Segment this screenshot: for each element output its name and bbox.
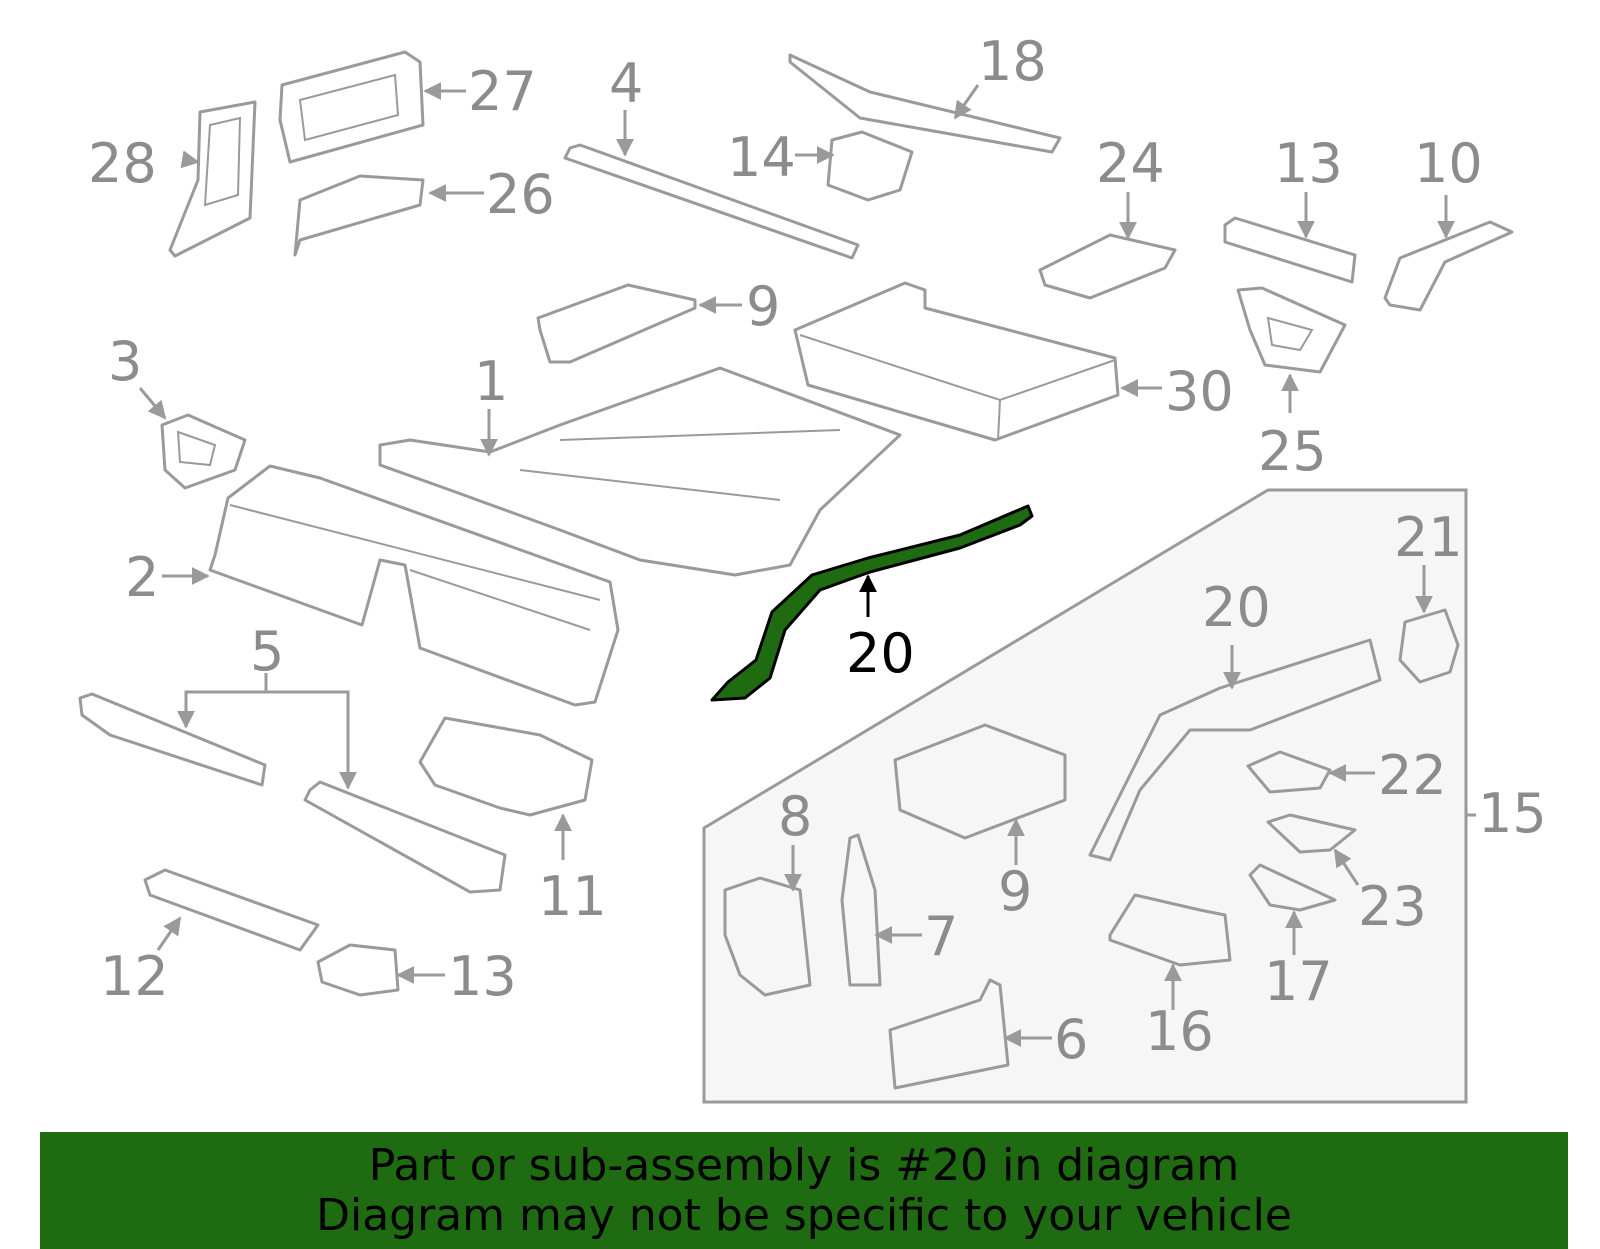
- part-9-lower-shape: [893, 723, 1067, 840]
- part-23-shape: [1246, 750, 1332, 794]
- callout-28: 27: [468, 60, 537, 123]
- banner-line-2: Diagram may not be specific to your vehi…: [316, 1189, 1292, 1241]
- callout-27: 26: [486, 163, 555, 226]
- part-10-shape: [1383, 220, 1514, 312]
- callout-15: 14: [727, 126, 796, 189]
- part-1-shape: [378, 366, 902, 577]
- part-18-shape: [1248, 863, 1337, 912]
- part-30-shape: [793, 281, 1120, 442]
- callout-18: 17: [1264, 950, 1333, 1013]
- part-20-highlighted-shape[interactable]: [710, 504, 1034, 702]
- callout-3: 3: [108, 330, 142, 393]
- callout-23: 22: [1378, 744, 1447, 807]
- callout-5: 5: [250, 620, 284, 683]
- callout-4: 4: [609, 52, 643, 115]
- part-19-shape: [788, 53, 1062, 154]
- callout-30: 30: [1165, 360, 1234, 423]
- part-26-shape: [1236, 286, 1347, 374]
- part-17-shape: [1108, 893, 1232, 967]
- callout-11: 11: [538, 865, 607, 928]
- part-4-shape: [563, 143, 860, 260]
- callout-7: 7: [924, 905, 958, 968]
- part-24-shape: [1266, 813, 1357, 854]
- callout-16: 15: [1478, 782, 1547, 845]
- callout-14: 13: [1274, 132, 1343, 195]
- callout-25: 24: [1096, 132, 1165, 195]
- callout-19: 18: [978, 30, 1047, 93]
- part-11-shape: [418, 716, 594, 817]
- callout-29: 28: [88, 132, 157, 195]
- part-5-shape: [78, 692, 507, 894]
- part-22-shape: [1398, 608, 1460, 684]
- part-25-shape: [1038, 233, 1177, 300]
- part-27-shape: [293, 174, 425, 257]
- exploded-parts-diagram: 28 27 26 4 18 14 24 13 10 25 9 30 1 3 2 …: [78, 30, 1547, 1104]
- part-14-shape: [1223, 216, 1357, 284]
- part-8-shape: [723, 876, 812, 997]
- callout-2: 2: [125, 546, 159, 609]
- callout-20: 20: [846, 622, 915, 685]
- notice-banner: Part or sub-assembly is #20 in diagram D…: [40, 1132, 1568, 1249]
- callout-12: 12: [100, 945, 169, 1008]
- part-7-shape: [840, 833, 882, 987]
- callout-8: 8: [778, 785, 812, 848]
- callout-13-label: 13: [448, 945, 517, 1008]
- callout-10: 10: [1414, 132, 1483, 195]
- leader-lines: [138, 82, 1476, 1047]
- callout-26: 25: [1258, 420, 1327, 483]
- part-21-shape: [1088, 638, 1382, 862]
- part-12-shape: [143, 868, 320, 952]
- part-29-shape: [168, 100, 257, 258]
- subassembly-16-frame: [702, 488, 1468, 1104]
- callout-1: 1: [474, 350, 508, 413]
- part-9-upper-shape: [536, 283, 697, 364]
- callout-22: 21: [1394, 506, 1463, 569]
- part-15-shape: [826, 130, 914, 202]
- callout-9-upper: 9: [746, 275, 780, 338]
- part-2-shape: [208, 464, 620, 707]
- callout-17: 16: [1145, 1000, 1214, 1063]
- part-28-shape: [278, 50, 425, 164]
- part-6-shape: [888, 978, 1010, 1090]
- callout-6: 6: [1054, 1008, 1088, 1071]
- callout-9-lower: 9: [998, 860, 1032, 923]
- part-13-shape: [316, 943, 400, 997]
- callout-21: 20: [1202, 576, 1271, 639]
- part-3-shape: [160, 413, 247, 490]
- callout-24: 23: [1358, 875, 1427, 938]
- banner-line-1: Part or sub-assembly is #20 in diagram: [368, 1139, 1240, 1191]
